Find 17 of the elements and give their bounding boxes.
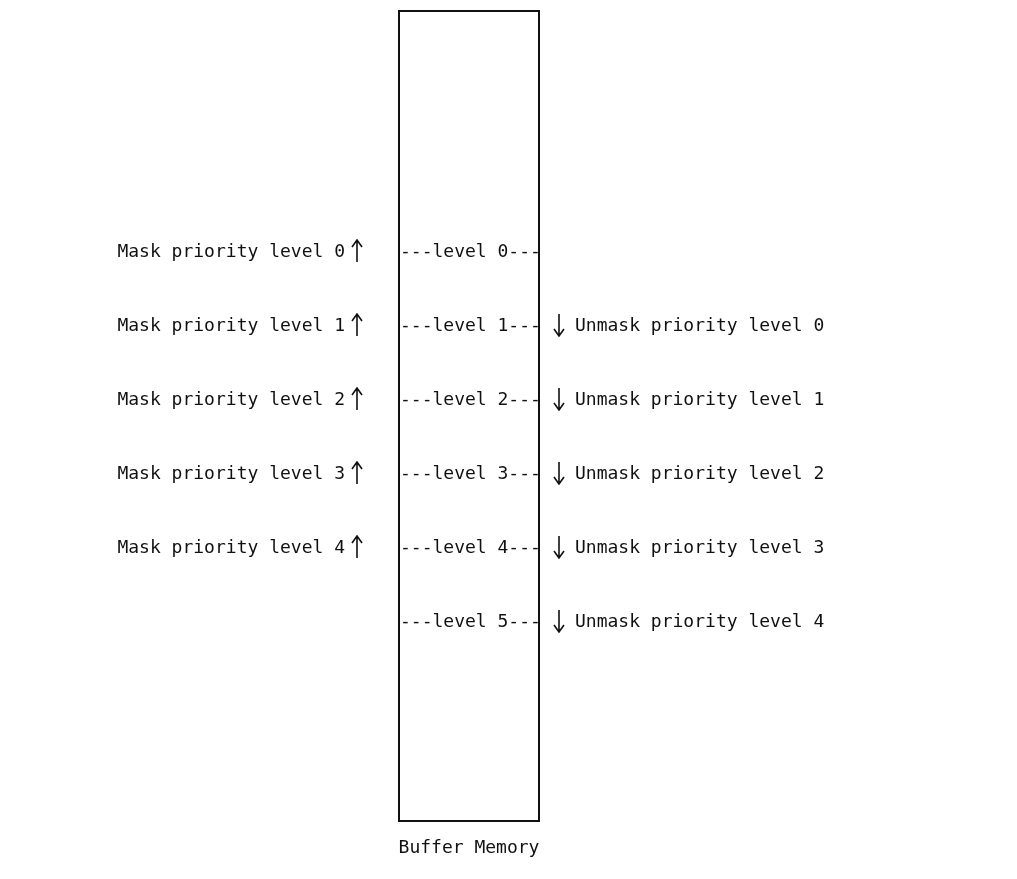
mask-label: Mask priority level 3 — [117, 462, 345, 484]
mask-label: Mask priority level 1 — [117, 314, 345, 336]
memory-caption: Buffer Memory — [398, 836, 540, 857]
mask-label: Mask priority level 2 — [117, 388, 345, 410]
level-marker: ---level 2--- — [400, 388, 541, 410]
unmask-label: Unmask priority level 4 — [575, 610, 825, 632]
unmask-label: Unmask priority level 1 — [575, 388, 825, 410]
unmask-label: Unmask priority level 2 — [575, 462, 825, 484]
mask-label: Mask priority level 0 — [117, 240, 345, 262]
unmask-label: Unmask priority level 0 — [575, 314, 825, 336]
level-marker: ---level 4--- — [400, 536, 541, 558]
level-marker: ---level 1--- — [400, 314, 541, 336]
level-marker: ---level 3--- — [400, 462, 541, 484]
unmask-label: Unmask priority level 3 — [575, 536, 825, 558]
mask-label: Mask priority level 4 — [117, 536, 345, 558]
level-marker: ---level 5--- — [400, 610, 541, 632]
level-marker: ---level 0--- — [400, 240, 541, 262]
